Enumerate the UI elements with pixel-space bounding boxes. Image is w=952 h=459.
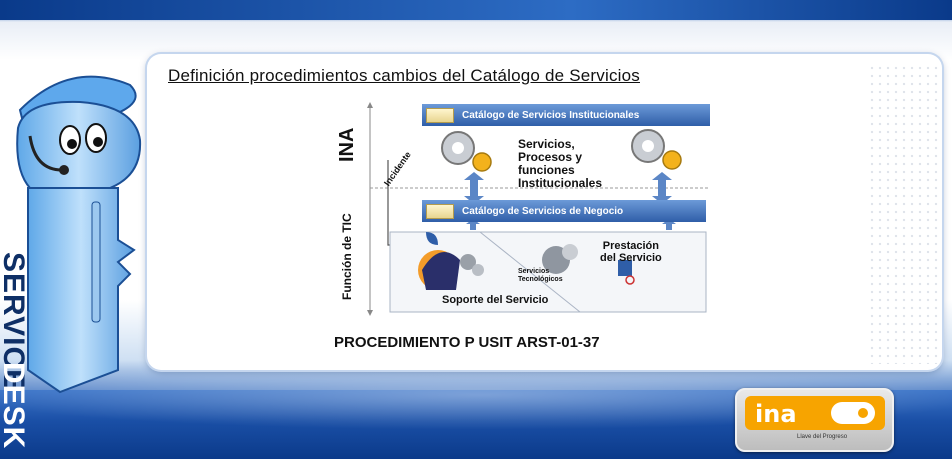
services-line-2: Procesos y — [518, 150, 583, 164]
folder-icon — [426, 107, 454, 123]
catalog-business-bar: Catálogo de Servicios de Negocio — [422, 200, 706, 222]
services-line-1: Servicios, — [518, 137, 575, 151]
dot-pattern — [868, 64, 938, 364]
servicios-tecnologicos-text: Servicios Tecnológicos — [518, 268, 563, 284]
folder-icon — [426, 203, 454, 219]
ina-logo: ina Llave del Progreso — [735, 388, 894, 452]
svg-text:ina: ina — [755, 400, 797, 428]
tecnologicos-line-2: Tecnológicos — [518, 276, 563, 283]
tecnologicos-line-1: Servicios — [518, 268, 550, 275]
soporte-text: Soporte del Servicio — [442, 294, 549, 306]
catalog-institutional-bar: Catálogo de Servicios Institucionales — [422, 104, 710, 126]
ina-logo-mark-icon: ina — [745, 396, 885, 430]
prestacion-text: Prestación del Servicio — [600, 240, 662, 264]
label-funcion-tic: Función de TIC — [340, 213, 354, 300]
logo-tagline: Llave del Progreso — [797, 434, 848, 440]
prestacion-line-1: Prestación — [602, 240, 659, 252]
slide-title: Definición procedimientos cambios del Ca… — [168, 66, 640, 85]
label-ina: INA — [336, 127, 358, 162]
prestacion-line-2: del Servicio — [600, 252, 662, 264]
service-catalog-diagram: Catálogo de Servicios Institucionales Se… — [330, 100, 715, 320]
service-desk-key-mascot-icon — [16, 75, 142, 394]
procedure-code: PROCEDIMIENTO P USIT ARST-01-37 — [334, 334, 600, 351]
services-line-4: Institucionales — [518, 176, 603, 190]
services-line-3: funciones — [518, 163, 575, 177]
mascot-text-desk: DESK — [0, 362, 30, 450]
catalog-institutional-label: Catálogo de Servicios Institucionales — [462, 109, 640, 121]
diagram-lines — [367, 102, 710, 316]
services-processes-text: Servicios, Procesos y funciones Instituc… — [518, 138, 602, 190]
catalog-business-label: Catálogo de Servicios de Negocio — [462, 205, 624, 217]
gear-icon — [441, 131, 492, 172]
top-band — [0, 0, 952, 20]
